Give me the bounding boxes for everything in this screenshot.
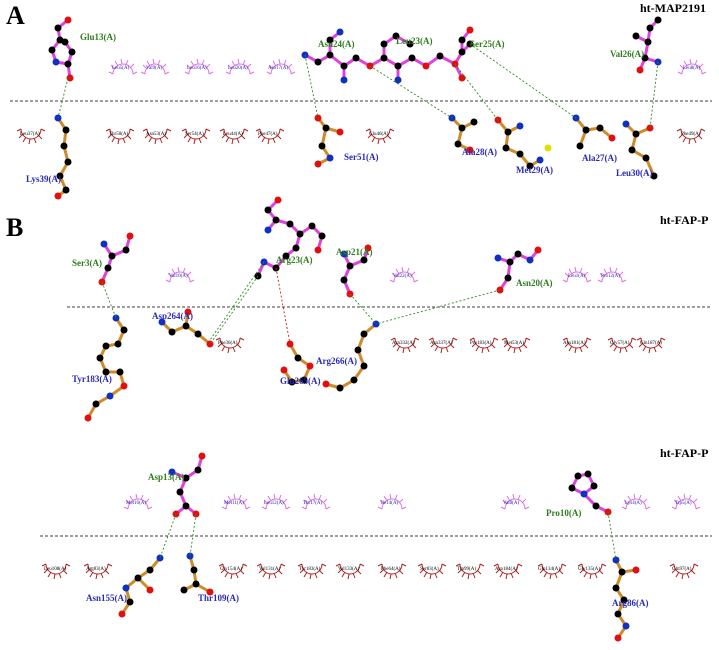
panel-c: ht-FAP-P Met16(A) Met11(A) Leu12(A) Thr1… xyxy=(40,446,712,642)
residue-label: Asn155(A) xyxy=(86,593,127,603)
residue-label: Ser25(A) xyxy=(470,39,505,49)
hydrogen-bonds xyxy=(57,43,659,129)
residue-label: Arg86(A) xyxy=(612,598,649,608)
clash-lines xyxy=(275,267,291,345)
hydrophobic-label: Gln187(A) xyxy=(640,341,662,346)
hydrophobic-label: Met11(A) xyxy=(224,501,244,506)
receptor-atoms xyxy=(84,308,380,422)
hydrophobic-label: Tyr183(A) xyxy=(299,567,321,572)
residue-label: Ser51(A) xyxy=(344,152,379,162)
hydrophobic-label: Asn17(A) xyxy=(268,66,288,71)
panel-a: A ht-MAP2191 Leu5(A) Val9(A) Leu16(A) Le… xyxy=(6,1,712,200)
hydrophobic-label: Gly57(A) xyxy=(610,341,630,346)
hydrophobic-label: Asn337(A) xyxy=(430,341,453,346)
residue-label: Ala28(A) xyxy=(462,147,497,157)
panel-b-title: ht-FAP-P xyxy=(660,213,708,227)
residue-label: Tyr183(A) xyxy=(72,374,112,384)
hydrophobic-label: Arg83(A) xyxy=(86,567,106,572)
hydrophobic-label: Trp5(A) xyxy=(675,501,692,506)
hydrophobic-label: Asn184(A) xyxy=(495,567,518,572)
residue-label: Asp264(A) xyxy=(152,311,193,321)
hydrophobic-label: Phe64(A) xyxy=(381,567,401,572)
residue-label: Asn24(A) xyxy=(318,39,355,49)
hydrophobic-label: Val9(A) xyxy=(146,66,162,71)
ligand-atoms xyxy=(98,196,542,298)
hydrophobic-label: Leu1(A) xyxy=(568,274,586,279)
ligand-hydrophobic-arcs xyxy=(123,493,701,510)
hydrophobic-label: Leu16(A) xyxy=(187,66,207,71)
panel-a-title: ht-MAP2191 xyxy=(640,1,706,15)
hydrophobic-label: Gly154(A) xyxy=(220,567,242,572)
hydrophobic-label: Val131(A) xyxy=(259,567,280,572)
hydrophobic-label: Thr17(A) xyxy=(303,501,322,506)
ligand-atoms xyxy=(48,16,662,84)
residue-label: Thr109(A) xyxy=(198,593,239,603)
residue-label: Leu30(A) xyxy=(616,168,653,178)
hydrophobic-label: Met53(A) xyxy=(504,341,524,346)
hydrophobic-label: Leu20(A) xyxy=(228,66,248,71)
residue-label: Val26(A) xyxy=(610,49,644,59)
hydrophobic-label: Leu12(A) xyxy=(264,501,284,506)
residue-label: Met29(A) xyxy=(516,165,553,175)
hydrogen-bonds xyxy=(101,261,501,345)
receptor-atoms xyxy=(54,114,658,200)
receptor-atoms xyxy=(118,552,640,642)
hydrophobic-label: Pro183(A) xyxy=(470,341,492,346)
hydrophobic-label: Phe49(A) xyxy=(681,132,701,137)
residue-label: Asp21(A) xyxy=(336,247,373,257)
hydrophobic-label: Val8(A) xyxy=(503,501,519,506)
panel-letter-b: B xyxy=(6,213,23,242)
hydrophobic-label: Thr50(A) xyxy=(109,132,128,137)
residue-label: Leu23(A) xyxy=(396,36,433,46)
residue-label: Asn20(A) xyxy=(516,278,553,288)
hydrophobic-label: Leu5(A) xyxy=(112,66,130,71)
hydrophobic-label: Gln97(A) xyxy=(672,567,692,572)
residue-label: Lys39(A) xyxy=(26,174,61,184)
hydrophobic-label: Ser54(A) xyxy=(185,132,204,137)
residue-label: Ser3(A) xyxy=(72,258,102,268)
ligand-molecule xyxy=(50,18,660,80)
panel-c-title: ht-FAP-P xyxy=(660,446,708,460)
hydrophobic-label: Gly135(A) xyxy=(578,567,600,572)
hydrophobic-label: Asn53(A) xyxy=(146,132,166,137)
hydrophobic-label: Ser83(A) xyxy=(420,567,439,572)
hydrogen-bonds xyxy=(159,511,617,561)
residue-label: Arg266(A) xyxy=(316,356,357,366)
hydrophobic-label: Pro12(A) xyxy=(601,274,620,279)
hydrophobic-label: Val22(A) xyxy=(393,274,412,279)
hydrophobic-label: Glu46(A) xyxy=(369,132,389,137)
hydrophobic-label: Phe36(A) xyxy=(218,341,238,346)
hydrophobic-label: Phe47(A) xyxy=(258,132,278,137)
hydrophobic-label: Gln134(A) xyxy=(538,567,560,572)
ligand-molecule xyxy=(100,198,540,295)
residue-label: Pro10(A) xyxy=(546,508,581,518)
residue-label: Arg23(A) xyxy=(276,255,313,265)
hydrophobic-label: Ile14(A) xyxy=(381,501,399,506)
hydrophobic-label: Asn332(A) xyxy=(392,341,415,346)
hydrophobic-label: Leu8(A) xyxy=(683,66,701,71)
hydrophobic-label: Val133(A) xyxy=(338,567,359,572)
hydrophobic-label: Leu44(A) xyxy=(223,132,243,137)
hydrophobic-label: Trp99(A) xyxy=(457,567,476,572)
residue-label: Asp13(A) xyxy=(148,472,185,482)
hydrophobic-label: Met16(A) xyxy=(126,501,146,506)
hydrophobic-label: Val10(A) xyxy=(169,274,188,279)
hydrophobic-label: Lys4(A) xyxy=(625,501,642,506)
hydrophobic-label: Leu37(A) xyxy=(20,132,40,137)
residue-label: Glu265(A) xyxy=(280,376,321,386)
hydrophobic-label: Leu108(A) xyxy=(44,567,67,572)
panel-b: B ht-FAP-P Val10(A) Val22(A) Leu1(A) Pro… xyxy=(6,196,712,422)
panel-letter-a: A xyxy=(6,1,25,30)
hydrophobic-label: Asn181(A) xyxy=(563,341,586,346)
residue-label: Glu13(A) xyxy=(80,32,116,42)
residue-label: Ala27(A) xyxy=(582,153,617,163)
